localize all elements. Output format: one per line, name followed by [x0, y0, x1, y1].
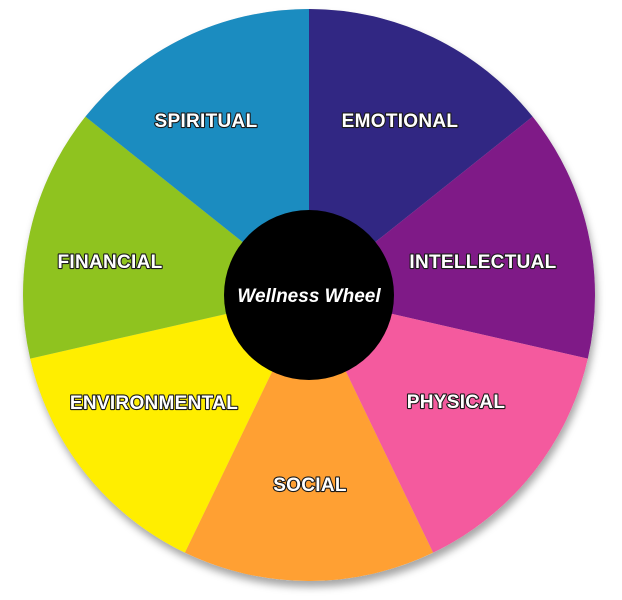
wheel-segment-spiritual — [85, 9, 310, 295]
wheel-segment-social — [184, 295, 434, 582]
center-label: Wellness Wheel — [237, 286, 381, 307]
wheel-segment-physical — [309, 295, 588, 553]
segment-label-social: SOCIAL — [273, 475, 347, 496]
segment-label-spiritual: SPIRITUAL — [155, 111, 258, 132]
segment-label-financial: FINANCIAL — [57, 252, 162, 273]
wheel-segment-environmental — [30, 295, 309, 553]
segment-label-intellectual: INTELLECTUAL — [409, 252, 556, 273]
segment-label-physical: PHYSICAL — [407, 392, 506, 413]
center-hub — [224, 210, 394, 380]
segment-label-environmental: ENVIRONMENTAL — [70, 393, 238, 414]
segment-label-emotional: EMOTIONAL — [342, 111, 459, 132]
wheel-segment-emotional — [309, 9, 533, 295]
